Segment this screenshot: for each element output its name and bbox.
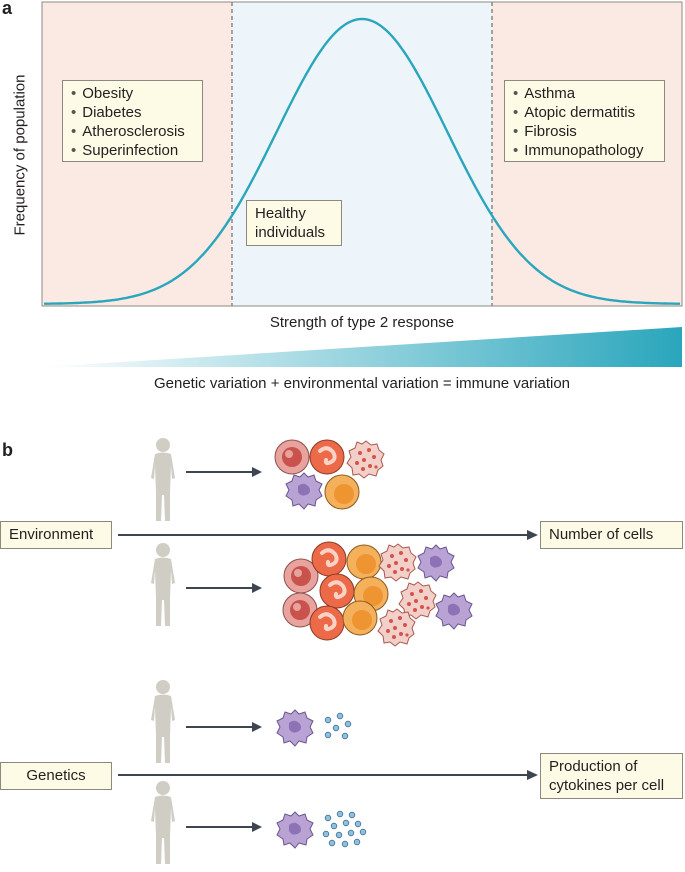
human-silhouette-icon (151, 438, 175, 521)
human-silhouette-icon (151, 543, 175, 626)
cell-cluster-small (274, 438, 385, 510)
eosinophil-icon (378, 543, 417, 582)
cytokine-dots-icon (322, 810, 367, 848)
macrophage-icon (285, 472, 323, 510)
panel-b-letter: b (2, 440, 13, 460)
human-silhouette-icon (151, 680, 175, 763)
condition-item: Asthma (513, 84, 656, 103)
basophil-icon (342, 600, 378, 636)
condition-item: Diabetes (71, 103, 194, 122)
cell-cluster-large (282, 540, 473, 647)
neutrophil-icon (310, 540, 348, 578)
healthy-individuals-box: Healthy individuals (246, 200, 342, 246)
condition-item: Atherosclerosis (71, 122, 194, 141)
macrophage-icon (435, 592, 473, 630)
neutrophil-icon (308, 604, 346, 642)
short-arrows (186, 467, 262, 832)
condition-item: Fibrosis (513, 122, 656, 141)
panel-a-letter: a (2, 0, 13, 18)
environment-box: Environment (0, 521, 112, 549)
macrophage-icon (276, 709, 314, 747)
macrophage-icon (417, 544, 455, 582)
cytokine-dots-icon (324, 712, 352, 740)
human-silhouette-icon (151, 781, 175, 864)
condition-item: Superinfection (71, 141, 194, 160)
basophil-icon (324, 474, 360, 510)
plot-frame (41, 1, 683, 307)
healthy-zone (232, 2, 492, 306)
genetics-box: Genetics (0, 762, 112, 790)
eosinophil-icon (346, 440, 385, 479)
variation-caption: Genetic variation + environmental variat… (153, 375, 571, 392)
condition-item: Atopic dermatitis (513, 103, 656, 122)
y-axis-label: Frequency of population (11, 74, 29, 236)
condition-item: Obesity (71, 84, 194, 103)
genetics-arrowhead-icon (527, 770, 538, 780)
macrophage-icon (276, 811, 314, 849)
neutrophil-icon (318, 572, 356, 610)
variation-gradient-wedge (42, 327, 682, 367)
basophil-icon (346, 544, 382, 580)
cytokine-production-box: Production of cytokines per cell (540, 753, 683, 799)
x-axis-label: Strength of type 2 response (269, 314, 455, 331)
distribution-curve (44, 17, 680, 305)
low-response-conditions-box: Obesity Diabetes Atherosclerosis Superin… (62, 80, 203, 162)
number-of-cells-box: Number of cells (540, 521, 683, 549)
erythrocyte-like-cell-icon (274, 439, 310, 475)
high-response-conditions-box: Asthma Atopic dermatitis Fibrosis Immuno… (504, 80, 665, 162)
condition-item: Immunopathology (513, 141, 656, 160)
neutrophil-icon (308, 438, 346, 476)
environment-arrowhead-icon (527, 530, 538, 540)
